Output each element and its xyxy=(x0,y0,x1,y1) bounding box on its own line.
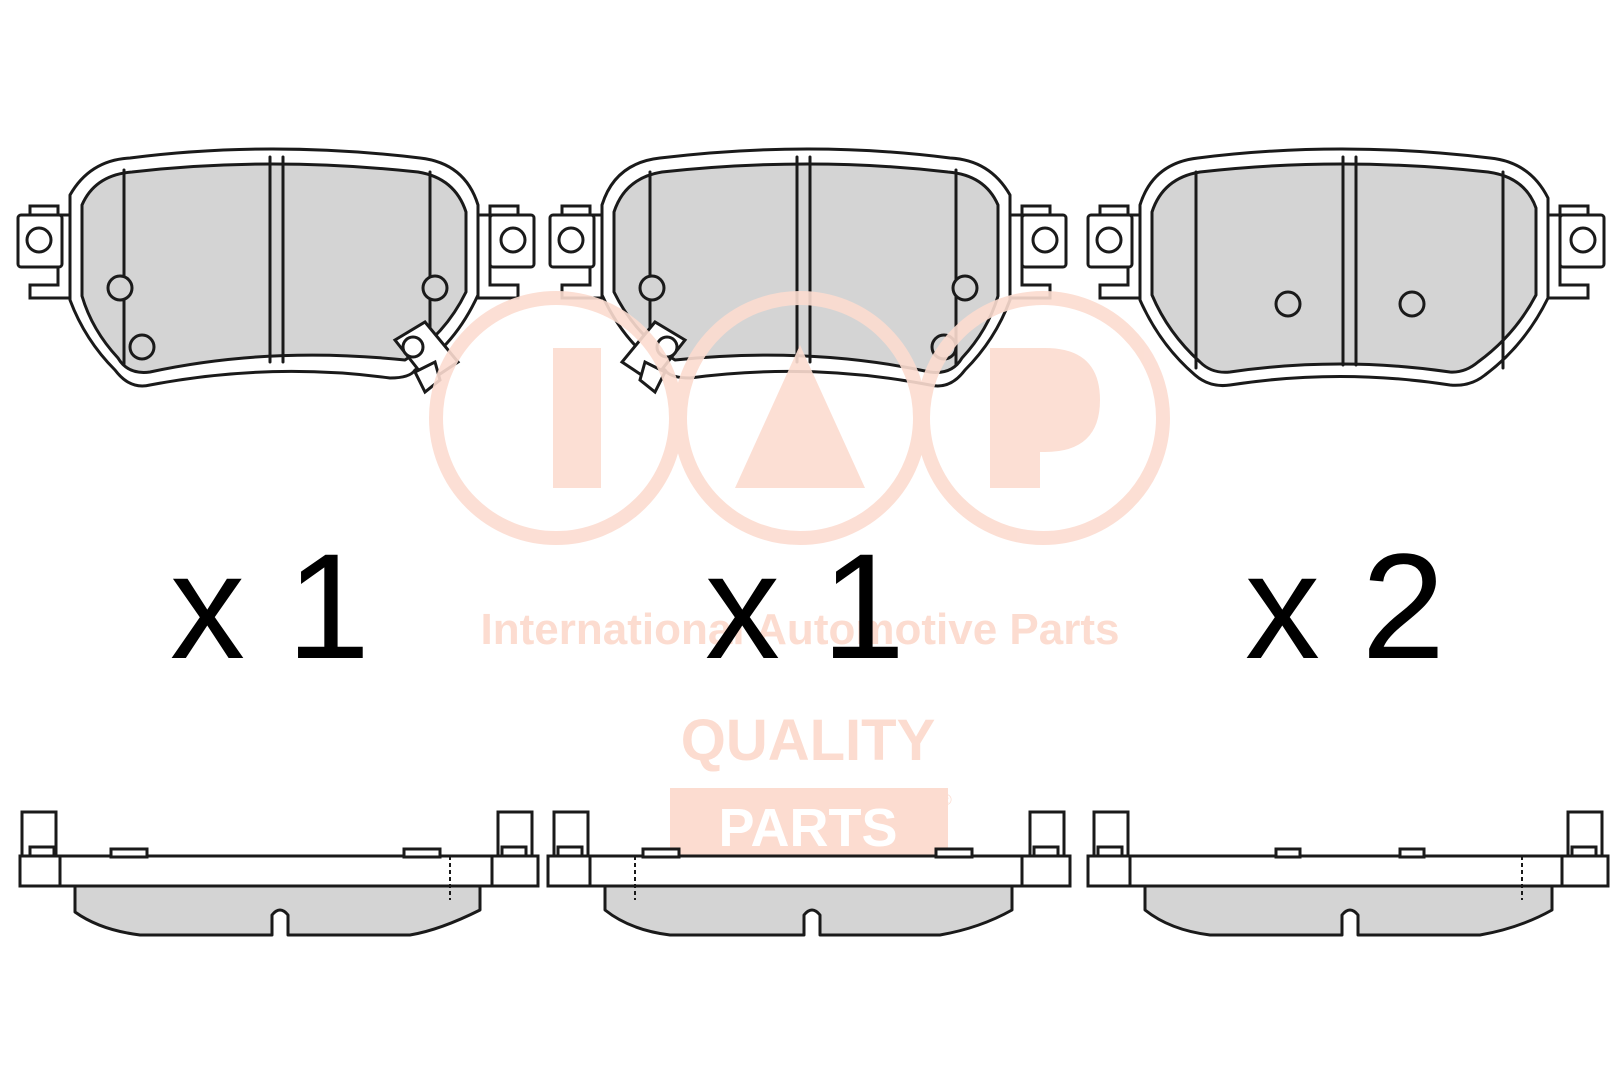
pin-hole xyxy=(106,274,134,302)
mounting-ear-left xyxy=(16,204,72,300)
quantity-label-pad-2: x 1 xyxy=(705,522,905,690)
pin-hole xyxy=(1398,290,1426,318)
pad-1-front-view xyxy=(16,147,536,395)
registered-mark: ® xyxy=(940,792,952,809)
badge-line-1: QUALITY xyxy=(681,708,936,773)
mounting-ear-right xyxy=(1008,204,1068,300)
quality-parts-badge: QUALITY PARTS ® xyxy=(670,708,952,864)
company-name-watermark: International Automotive Parts xyxy=(481,605,1120,654)
quantity-label-pad-3: x 2 xyxy=(1245,522,1445,690)
logo-letter-p xyxy=(990,348,1100,488)
mounting-ear-right xyxy=(1546,204,1606,300)
logo-letter-a xyxy=(735,345,865,488)
quantity-label-pad-1: x 1 xyxy=(170,522,370,690)
mounting-ear-left xyxy=(548,204,604,300)
pad-3-front-view xyxy=(1086,147,1606,387)
pad-3-side-view xyxy=(1086,810,1610,937)
mounting-ear-left xyxy=(1086,204,1142,300)
pin-hole xyxy=(128,333,156,361)
pad-2-side-view xyxy=(546,810,1072,937)
pin-hole xyxy=(951,274,979,302)
iap-watermark-logo xyxy=(429,291,1170,545)
mounting-ear-right xyxy=(476,204,536,300)
pad-2-front-view xyxy=(548,147,1068,395)
logo-letter-i xyxy=(553,348,601,488)
badge-line-2: PARTS xyxy=(718,798,897,858)
pin-hole xyxy=(638,274,666,302)
pin-hole xyxy=(1274,290,1302,318)
pin-hole xyxy=(421,274,449,302)
pad-1-side-view xyxy=(18,810,540,937)
